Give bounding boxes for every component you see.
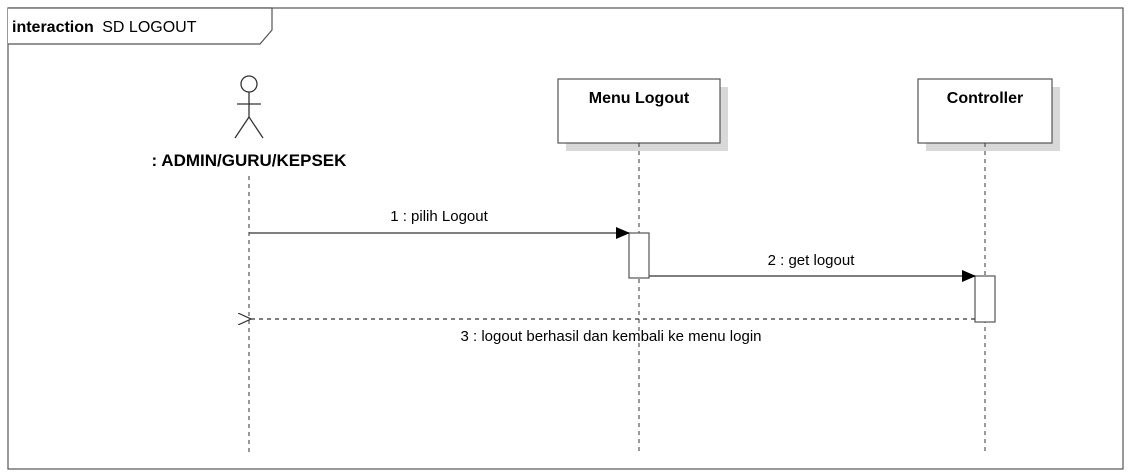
lifeline-label-menu-logout: Menu Logout [589,90,690,107]
message-2-label: 2 : get logout [768,252,856,269]
interaction-frame [7,7,1124,470]
lifeline-label-controller: Controller [947,90,1023,107]
activation-bar-menu-logout [628,232,650,279]
actor-stick-figure-icon [234,75,264,139]
lifeline-head-menu-logout: Menu Logout [557,78,728,151]
message-1-label: 1 : pilih Logout [390,208,488,225]
frame-label: interaction SD LOGOUT [12,19,197,36]
frame-label-box [8,7,273,45]
message-3-label: 3 : logout berhasil dan kembali ke menu … [460,328,761,345]
activation-bar-controller [974,275,996,323]
frame-keyword: interaction [12,19,94,36]
actor-label: : ADMIN/GURU/KEPSEK [152,151,348,170]
frame-name: SD LOGOUT [102,19,196,36]
lifeline-head-controller: Controller [917,78,1060,151]
